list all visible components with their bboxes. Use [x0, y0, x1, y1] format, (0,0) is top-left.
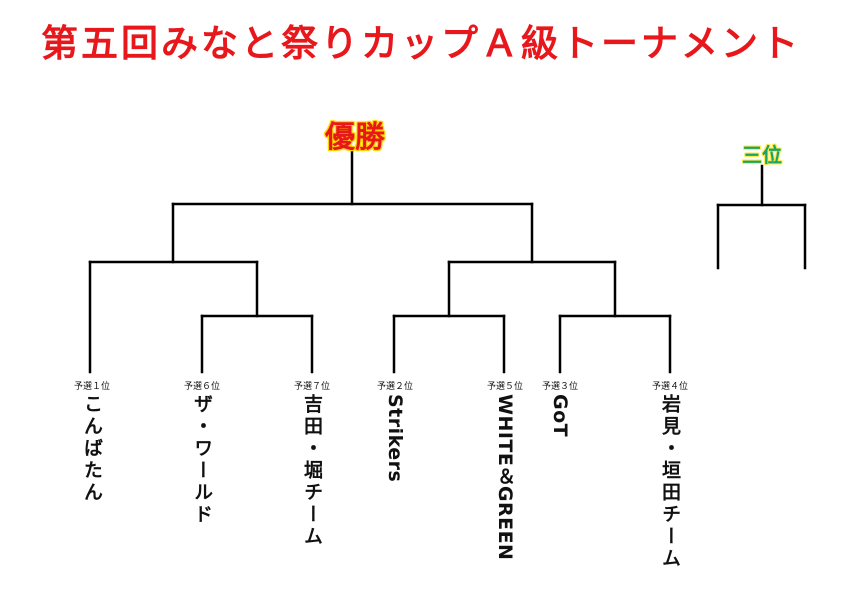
- team-name-1: こんばたん: [81, 394, 103, 504]
- seed-label-3: 予選３位: [541, 382, 578, 392]
- champion-label: 優勝: [325, 120, 385, 155]
- team-name-2: Strikers: [384, 394, 406, 483]
- team-name-5: WHITE＆GREEN: [494, 394, 516, 561]
- third-place-label: 三位: [742, 143, 782, 167]
- seed-label-7: 予選７位: [293, 382, 330, 392]
- seed-label-2: 予選２位: [376, 382, 413, 392]
- seed-label-6: 予選６位: [183, 382, 220, 392]
- page-title: 第五回みなと祭りカップＡ級トーナメント: [41, 22, 801, 65]
- seed-label-5: 予選５位: [486, 382, 523, 392]
- team-name-4: 岩見・垣田チーム: [659, 394, 681, 570]
- team-name-6: ザ・ワールド: [191, 394, 213, 526]
- seed-label-4: 予選４位: [651, 382, 688, 392]
- seed-label-1: 予選１位: [73, 382, 110, 392]
- team-name-3: GoT: [549, 394, 571, 438]
- team-name-7: 吉田・堀チーム: [301, 394, 323, 548]
